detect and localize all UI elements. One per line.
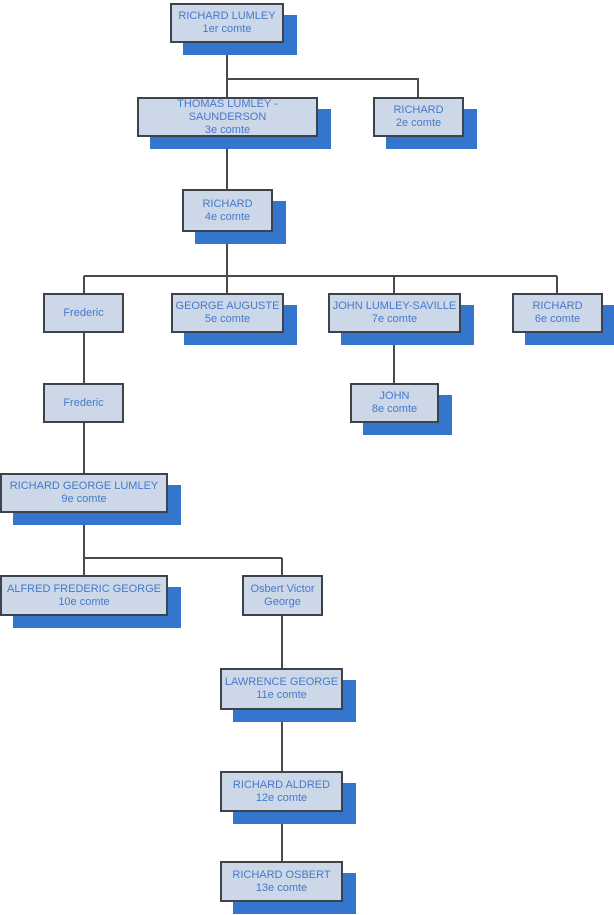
node-name: RICHARD <box>202 197 253 210</box>
node-subtitle: 12e comte <box>255 791 308 804</box>
tree-node-frederic-2: Frederic <box>43 383 124 423</box>
connector-line <box>417 79 419 97</box>
node-subtitle: 9e comte <box>61 493 107 505</box>
connector-line <box>393 333 395 383</box>
node-name: Frederic <box>63 306 104 319</box>
node-name: RICHARD LUMLEY <box>178 10 276 22</box>
connector-line <box>556 276 558 293</box>
connector-line <box>83 333 85 383</box>
node-subtitle: 3e comte <box>204 123 251 136</box>
connector-line <box>83 423 85 473</box>
node-subtitle: 11e comte <box>256 689 307 701</box>
node-name: RICHARD OSBERT <box>232 868 331 881</box>
connector-line <box>83 513 85 575</box>
node-name: RICHARD ALDRED <box>232 778 331 791</box>
node-subtitle: 7e comte <box>371 313 418 325</box>
connector-line <box>226 137 228 189</box>
connector-line <box>393 276 395 293</box>
connector-line <box>281 616 283 668</box>
connector-line <box>227 78 419 80</box>
node-name: LAWRENCE GEORGE <box>224 676 339 688</box>
connector-line <box>84 557 282 559</box>
node-subtitle: George <box>264 595 301 608</box>
connector-line <box>83 276 85 293</box>
node-name: GEORGE AUGUSTE <box>175 300 280 312</box>
connector-line <box>281 710 283 771</box>
connector-line <box>281 558 283 575</box>
node-subtitle: 1er comte <box>202 23 252 35</box>
connector-line <box>84 275 557 277</box>
node-name: Osbert Victor <box>250 582 315 595</box>
node-name: RICHARD GEORGE LUMLEY <box>9 480 159 492</box>
connector-line <box>226 232 228 293</box>
connector-line <box>226 43 228 97</box>
node-name: THOMAS LUMLEY -SAUNDERSON <box>177 97 278 123</box>
connector-line <box>281 812 283 861</box>
node-name: RICHARD <box>532 300 583 312</box>
node-name: ALFRED FREDERIC GEORGE <box>6 582 162 595</box>
node-name: JOHN LUMLEY-SAVILLE <box>332 300 457 312</box>
node-subtitle: 5e comte <box>204 313 251 325</box>
node-subtitle: 10e comte <box>58 595 110 608</box>
node-name: Frederic <box>63 396 104 409</box>
tree-node-frederic-1: Frederic <box>43 293 124 333</box>
node-subtitle: 13e comte <box>255 881 308 894</box>
node-subtitle: 8e comte <box>371 403 418 415</box>
node-name: JOHN <box>379 390 410 402</box>
node-subtitle: 4e comte <box>204 210 251 223</box>
node-subtitle: 6e comte <box>534 313 581 325</box>
node-name: RICHARD <box>393 104 444 116</box>
node-subtitle: 2e comte <box>395 117 442 129</box>
